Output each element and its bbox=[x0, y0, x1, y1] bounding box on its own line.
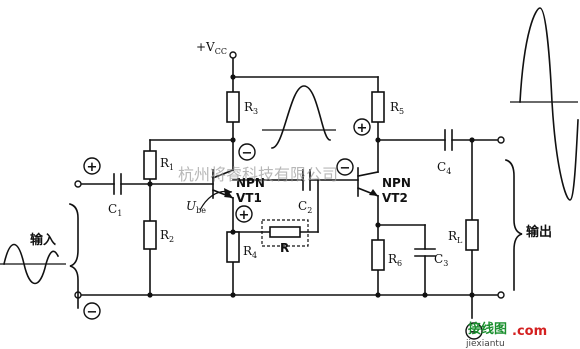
input-terminal[interactable] bbox=[74, 180, 82, 188]
output-label: 输出 bbox=[526, 224, 552, 240]
capacitor-c4 bbox=[444, 129, 453, 151]
resistor-r6 bbox=[371, 239, 385, 271]
capacitors bbox=[113, 129, 453, 257]
r6-label: R6 bbox=[388, 252, 402, 268]
capacitor-c1 bbox=[113, 173, 122, 195]
svg-text:−: − bbox=[87, 305, 98, 320]
resistors bbox=[143, 91, 479, 271]
polarity-input-minus: − bbox=[83, 302, 101, 320]
resistor-r5 bbox=[371, 91, 385, 123]
labels: +VCC R3 R5 R1 R2 R4 R6 RL R C1 C2 C3 C4 … bbox=[30, 40, 552, 268]
vcc-label: +VCC bbox=[196, 40, 227, 56]
polarity-input-plus: + bbox=[83, 157, 101, 175]
input-sine-wave bbox=[0, 243, 66, 285]
r2-label: R2 bbox=[160, 228, 174, 244]
rf-label: R bbox=[280, 241, 289, 255]
polarity-markers: + − − + − + − bbox=[83, 118, 483, 340]
resistor-r3 bbox=[226, 91, 240, 123]
ube-arrow-head bbox=[224, 188, 232, 196]
transistor-vt1 bbox=[211, 168, 235, 200]
r5-label: R5 bbox=[390, 100, 404, 116]
rl-label: RL bbox=[448, 229, 463, 245]
polarity-vt2-collector: + bbox=[353, 118, 371, 136]
output-bracket bbox=[505, 159, 523, 291]
resistor-r1 bbox=[143, 150, 157, 180]
watermark-text: 杭州将睿科技有限公司 bbox=[178, 165, 338, 184]
r1-label: R1 bbox=[160, 156, 174, 172]
c2-label: C2 bbox=[298, 199, 312, 215]
mid-sine-wave bbox=[262, 85, 336, 149]
resistor-rl bbox=[465, 219, 479, 251]
vt2-name-label: VT2 bbox=[382, 191, 408, 205]
input-bracket bbox=[69, 203, 79, 309]
polarity-vt1-emitter: + bbox=[235, 205, 253, 223]
vcc-terminal[interactable] bbox=[229, 51, 237, 59]
svg-text:+: + bbox=[239, 208, 250, 223]
circuit-wires bbox=[77, 57, 499, 319]
c1-label: C1 bbox=[108, 202, 122, 218]
r4-label: R4 bbox=[243, 244, 257, 260]
vt1-name-label: VT1 bbox=[236, 191, 262, 205]
svg-text:−: − bbox=[340, 161, 351, 176]
svg-text:+: + bbox=[87, 160, 98, 175]
svg-text:−: − bbox=[242, 146, 253, 161]
output-sine-wave bbox=[510, 7, 579, 201]
terminals[interactable] bbox=[74, 51, 505, 299]
output-terminal[interactable] bbox=[497, 136, 505, 144]
junction-dots bbox=[147, 74, 475, 298]
vt1-type-label: NPN bbox=[236, 176, 265, 190]
c3-label: C3 bbox=[434, 252, 448, 268]
resistor-r2 bbox=[143, 220, 157, 250]
vt2-type-label: NPN bbox=[382, 176, 411, 190]
output-ground-terminal[interactable] bbox=[497, 291, 505, 299]
waveforms bbox=[0, 7, 579, 285]
transistor-vt2 bbox=[356, 167, 380, 198]
ube-label: Ube bbox=[186, 199, 206, 215]
resistor-rf bbox=[269, 226, 301, 238]
input-label: 输入 bbox=[30, 232, 56, 248]
svg-text:+: + bbox=[357, 121, 368, 136]
feedback-dashed-box bbox=[261, 219, 309, 247]
capacitor-c2 bbox=[302, 169, 311, 191]
brand-logo-text: 接线图 bbox=[468, 321, 507, 337]
polarity-output-minus: − bbox=[465, 322, 483, 340]
r3-label: R3 bbox=[244, 100, 258, 116]
capacitor-c3 bbox=[414, 248, 436, 257]
polarity-vt1-collector: − bbox=[238, 143, 256, 161]
brand-tld: .com bbox=[512, 324, 547, 339]
resistor-r4 bbox=[226, 231, 240, 263]
c4-label: C4 bbox=[437, 160, 451, 176]
polarity-vt2-base: − bbox=[336, 158, 354, 176]
svg-text:−: − bbox=[469, 325, 480, 340]
brand-url: jiexiantu bbox=[465, 339, 505, 349]
brand-logo[interactable]: 接线图 .com jiexiantu bbox=[465, 321, 547, 349]
